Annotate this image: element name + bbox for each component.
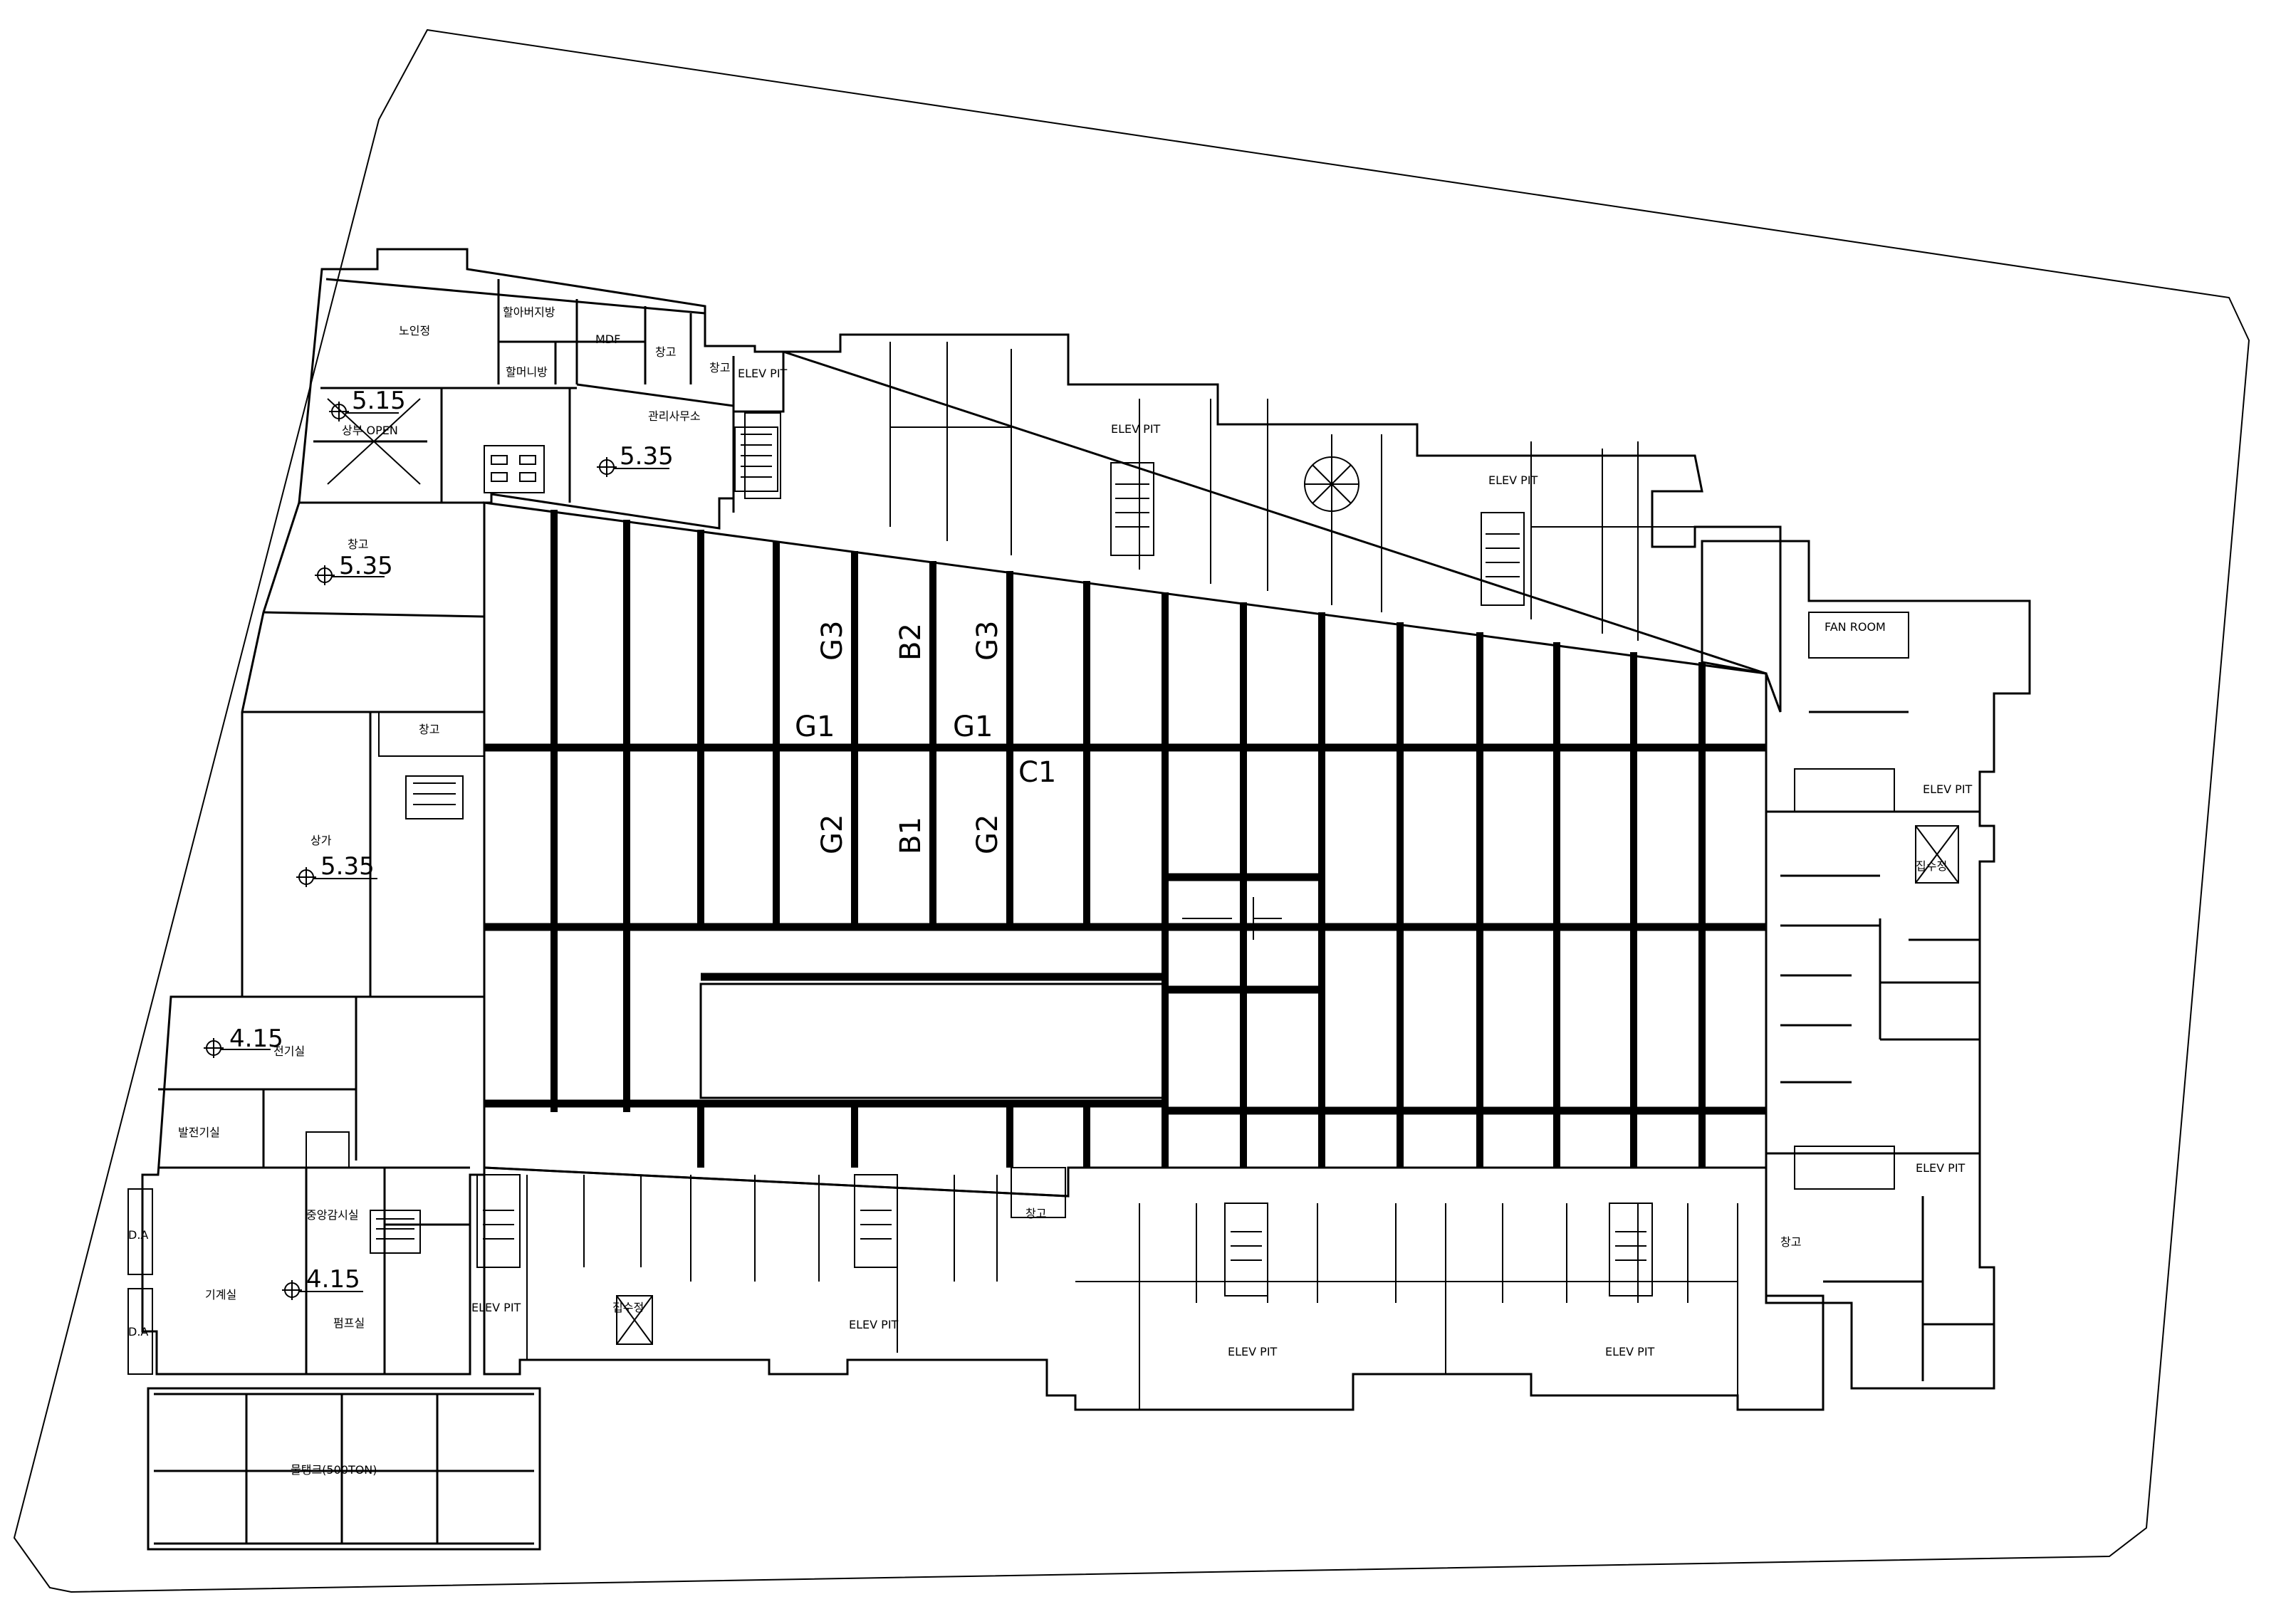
elev-pit-label-5: ELEV PIT: [849, 1318, 899, 1331]
room-label-central-monitoring: 중앙감시실: [306, 1208, 359, 1222]
room-label-collection-pit-east: 집수정: [1916, 859, 1947, 873]
elev-pit-label-1: ELEV PIT: [738, 367, 788, 380]
room-label-water-tank: 물탱크(500TON): [291, 1463, 377, 1477]
elev-pit-label-3: ELEV PIT: [1488, 473, 1538, 487]
room-label-grandpa-room: 할아버지방: [503, 305, 555, 319]
elev-pit-label-6: ELEV PIT: [1228, 1345, 1278, 1358]
da-label-1: D.A: [128, 1228, 148, 1242]
room-label-commercial: 상가: [310, 834, 332, 847]
elev-pit-label-4: ELEV PIT: [471, 1301, 521, 1314]
level-label-5-15: 5.15: [352, 387, 406, 415]
room-label-storage-top: 창고: [655, 345, 676, 359]
da-label-2: D.A: [128, 1325, 148, 1339]
amenity-block: [298, 248, 785, 530]
room-label-collection-pit-south: 집수정: [612, 1301, 644, 1314]
room-label-generator: 발전기실: [178, 1126, 220, 1139]
room-label-electrical: 전기실: [273, 1044, 305, 1058]
elev-pit-label-2: ELEV PIT: [1111, 422, 1161, 436]
room-label-management-office: 관리사무소: [648, 409, 701, 423]
room-label-storage-commercial: 창고: [419, 723, 439, 736]
north-units: [744, 333, 1782, 713]
beam-label-g3-right: G3: [971, 621, 1004, 661]
elev-pit-label-9: ELEV PIT: [1916, 1161, 1966, 1175]
room-label-storage-south: 창고: [1025, 1207, 1046, 1220]
room-label-machine-room: 기계실: [205, 1288, 236, 1301]
room-label-storage-southeast: 창고: [1780, 1235, 1801, 1249]
room-label-storage-west: 창고: [348, 538, 368, 551]
beam-label-g1-right: G1: [953, 711, 993, 743]
elev-pit-label-7: ELEV PIT: [1605, 1345, 1655, 1358]
room-label-pump-room: 펌프실: [333, 1316, 365, 1330]
level-label-5-35-office: 5.35: [620, 442, 674, 471]
site-boundary: [13, 28, 2250, 1593]
level-marker-symbols: [204, 402, 669, 1300]
beam-label-b2: B2: [894, 623, 927, 661]
elev-pit-label-8: ELEV PIT: [1923, 782, 1973, 796]
room-label-storage-small: 창고: [709, 361, 730, 374]
water-tank: [147, 1387, 541, 1551]
room-label-upper-open: 상부 OPEN: [342, 424, 398, 437]
level-label-4-15-machine: 4.15: [306, 1265, 360, 1294]
level-label-5-35-storage: 5.35: [339, 552, 393, 580]
room-label-fan-room: FAN ROOM: [1825, 620, 1886, 634]
beam-label-g1-left: G1: [795, 711, 835, 743]
south-units: [476, 1166, 1825, 1411]
beam-label-g2-right: G2: [971, 814, 1004, 854]
beam-label-c1: C1: [1018, 756, 1056, 789]
room-label-senior-center: 노인정: [399, 324, 430, 337]
east-wing: [1701, 540, 2031, 1390]
beam-label-b1: B1: [894, 817, 927, 854]
beam-label-g2-left: G2: [816, 814, 849, 854]
beam-label-g3-left: G3: [816, 621, 849, 661]
level-label-4-15-electrical: 4.15: [229, 1025, 283, 1053]
west-wing: [127, 501, 486, 1376]
parking-grid: [483, 501, 1768, 1198]
room-label-mdf: MDF: [595, 332, 620, 346]
level-label-5-35-commercial: 5.35: [320, 852, 375, 881]
room-label-grandma-room: 할머니방: [506, 365, 548, 379]
